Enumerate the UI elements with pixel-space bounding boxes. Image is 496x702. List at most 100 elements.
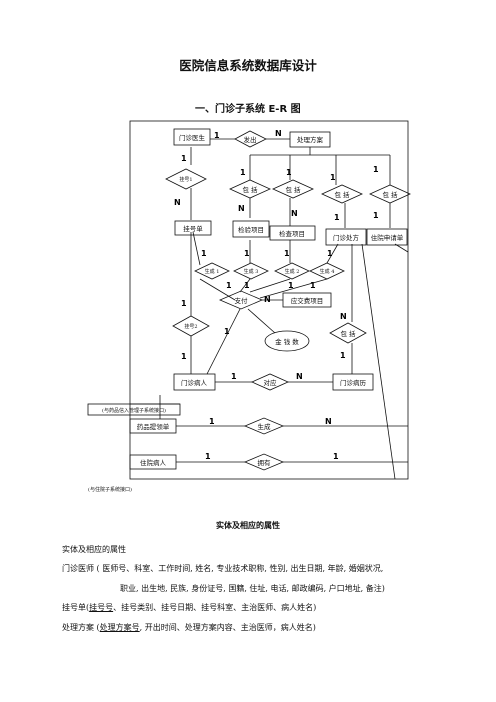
card-1: 1 [334, 213, 340, 222]
body-line-5-key: 处理方案号 [99, 623, 140, 632]
label-own: 拥有 [258, 458, 272, 467]
entity-record [332, 373, 374, 391]
label-record: 门诊病历 [340, 378, 367, 387]
card-1: 1 [286, 168, 292, 177]
entity-plan [289, 131, 331, 148]
label-doctor: 门诊医生 [179, 133, 206, 142]
card-n: N [296, 372, 303, 381]
card-1: 1 [224, 327, 230, 336]
note-inpatient-iface: (与住院子系统接口) [88, 486, 132, 493]
card-n: N [340, 312, 347, 321]
note-drug-iface: (与药品信入管理子系统接口) [102, 407, 166, 414]
rel-include3 [321, 184, 363, 204]
rel-gen4 [309, 262, 345, 280]
label-amount: 金 钱 数 [275, 337, 299, 346]
card-1: 1 [330, 173, 336, 182]
card-1: 1 [333, 452, 339, 461]
rel-corr [251, 373, 289, 391]
label-plan: 处理方案 [297, 135, 324, 144]
card-1: 1 [373, 165, 379, 174]
card-1: 1 [226, 281, 232, 290]
rel-include4 [369, 184, 411, 204]
rel-gen1 [194, 262, 230, 280]
rel-gen3 [233, 262, 269, 280]
card-1: 1 [181, 352, 187, 361]
card-n: N [174, 198, 181, 207]
card-1: 1 [214, 131, 220, 140]
label-register-form: 挂号单 [183, 224, 203, 233]
body-line-4-rest: 、挂号类别、挂号日期、挂号科室、主治医师、病人姓名) [113, 603, 317, 612]
rel-reg2 [172, 315, 210, 337]
body-line-4: 挂号单(挂号号、挂号类别、挂号日期、挂号科室、主治医师、病人姓名) [62, 602, 316, 613]
label-reg1: 挂号1 [179, 176, 192, 183]
entity-register-form [174, 220, 212, 236]
body-line-1: 实体及相应的属性 [62, 545, 126, 554]
card-1: 1 [209, 417, 215, 426]
entity-drug-form [129, 418, 177, 434]
diagram-subtitle: 一、门诊子系统 E-R 图 [195, 104, 301, 115]
label-include3: 包 括 [334, 190, 350, 199]
body-line-5: 处理方案 (处理方案号, 开出时间、处理方案内容、主治医师，病人姓名) [62, 622, 316, 633]
card-1: 1 [181, 154, 187, 163]
body-line-4-key: 挂号号 [89, 603, 114, 612]
card-1: 1 [244, 281, 250, 290]
entity-check-item [232, 220, 270, 238]
rel-include1 [229, 179, 271, 199]
label-corr: 对应 [264, 378, 278, 387]
card-1: 1 [310, 281, 316, 290]
card-1: 1 [284, 249, 290, 258]
label-pay: 支付 [235, 296, 249, 305]
rel-include2 [272, 179, 314, 199]
card-1: 1 [231, 372, 237, 381]
card-1: 1 [181, 299, 187, 308]
entity-exam-item [269, 225, 316, 241]
entity-doctor [173, 128, 211, 146]
label-gen4: 生成 4 [320, 268, 335, 275]
card-1: 1 [373, 211, 379, 220]
card-n: N [291, 209, 298, 218]
label-gen-drug: 生成 [258, 422, 272, 431]
card-1: 1 [327, 249, 333, 258]
card-n: N [325, 417, 332, 426]
entity-inpatient [129, 454, 177, 470]
er-diagram: 门诊医生 处理方案 挂号单 检验项目 检查项目 门诊处方 住院申请单 应交费项目… [87, 120, 411, 493]
attr-amount [264, 330, 310, 352]
card-1: 1 [240, 168, 246, 177]
diagram-frame [129, 120, 409, 480]
label-exam-item: 检查项目 [279, 229, 305, 238]
entity-fee-item [282, 292, 332, 308]
label-check-item: 检验项目 [238, 225, 264, 234]
entity-patient [173, 373, 216, 391]
page-title: 医院信息系统数据库设计 [179, 58, 317, 73]
rel-issue [234, 130, 267, 148]
label-fee-item: 应交费项目 [291, 296, 324, 305]
label-rx: 门诊处方 [333, 233, 360, 242]
note-drug-box [87, 403, 181, 416]
label-include2: 包 括 [285, 185, 301, 194]
body-line-5-prefix: 处理方案 ( [62, 623, 100, 632]
label-issue: 发出 [244, 135, 257, 144]
rel-include5 [329, 322, 367, 344]
rel-pay [218, 290, 264, 310]
section-title: 实体及相应的属性 [216, 521, 280, 530]
card-n: N [275, 129, 282, 138]
rel-reg1 [165, 168, 207, 190]
label-include4: 包 括 [382, 190, 398, 199]
body-line-2: 门诊医师 ( 医师号、科室、工作时间, 姓名, 专业技术职称, 性别, 出生日期… [62, 564, 384, 573]
label-reg2: 挂号2 [184, 323, 197, 330]
label-drug-form: 药品提领单 [137, 422, 170, 431]
body-line-3: 职业, 出生地, 民族, 身份证号, 国籍, 住址, 电话, 邮政编码, 户口地… [120, 584, 385, 593]
body-line-5-rest: , 开出时间、处理方案内容、主治医师，病人姓名) [139, 623, 316, 632]
label-gen1: 生成 1 [205, 268, 220, 275]
rel-gen-drug [243, 417, 285, 435]
label-admit-form: 住院申请单 [371, 233, 404, 242]
entity-rx [325, 228, 367, 246]
card-1: 1 [288, 281, 294, 290]
label-gen3: 生成 3 [244, 268, 259, 275]
card-n: N [264, 295, 271, 304]
label-include5: 包 括 [340, 329, 356, 338]
card-1: 1 [244, 249, 250, 258]
label-patient: 门诊病人 [181, 378, 208, 387]
card-1: 1 [340, 351, 346, 360]
card-1: 1 [205, 452, 211, 461]
